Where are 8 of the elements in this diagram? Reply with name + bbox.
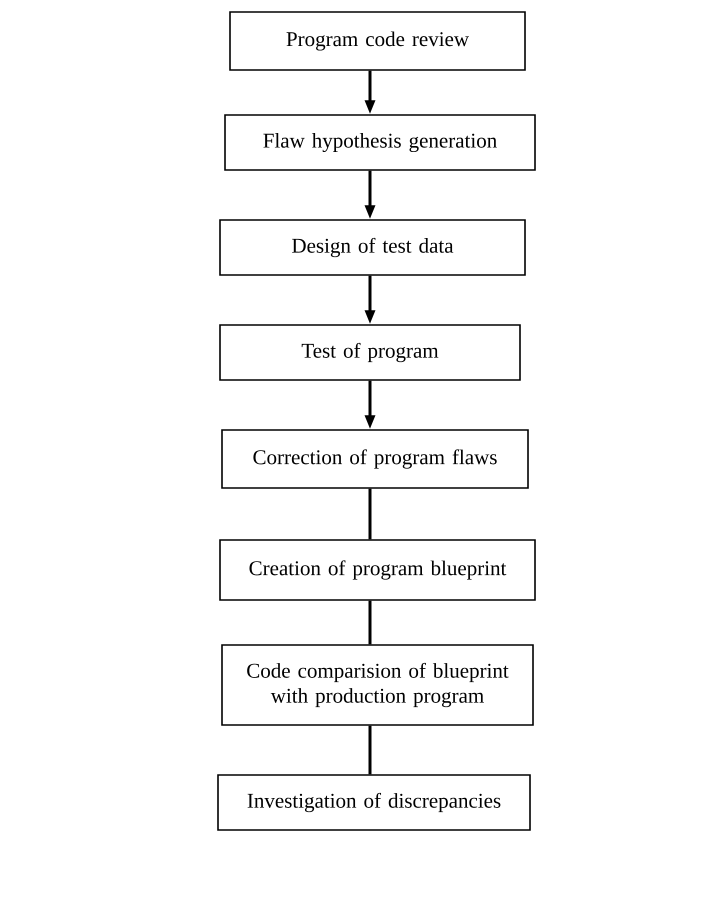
process-box: Creation of program blueprint [219,539,536,601]
process-box: Design of test data [219,219,526,276]
process-box: Code comparision of blueprint with production program [221,644,534,726]
process-box: Test of program [219,324,521,381]
process-box: Program code review [229,11,526,71]
process-box: Flaw hypothesis generation [224,114,536,171]
process-box: Correction of program flaws [221,429,529,489]
process-box: Investigation of discrepancies [217,774,531,831]
